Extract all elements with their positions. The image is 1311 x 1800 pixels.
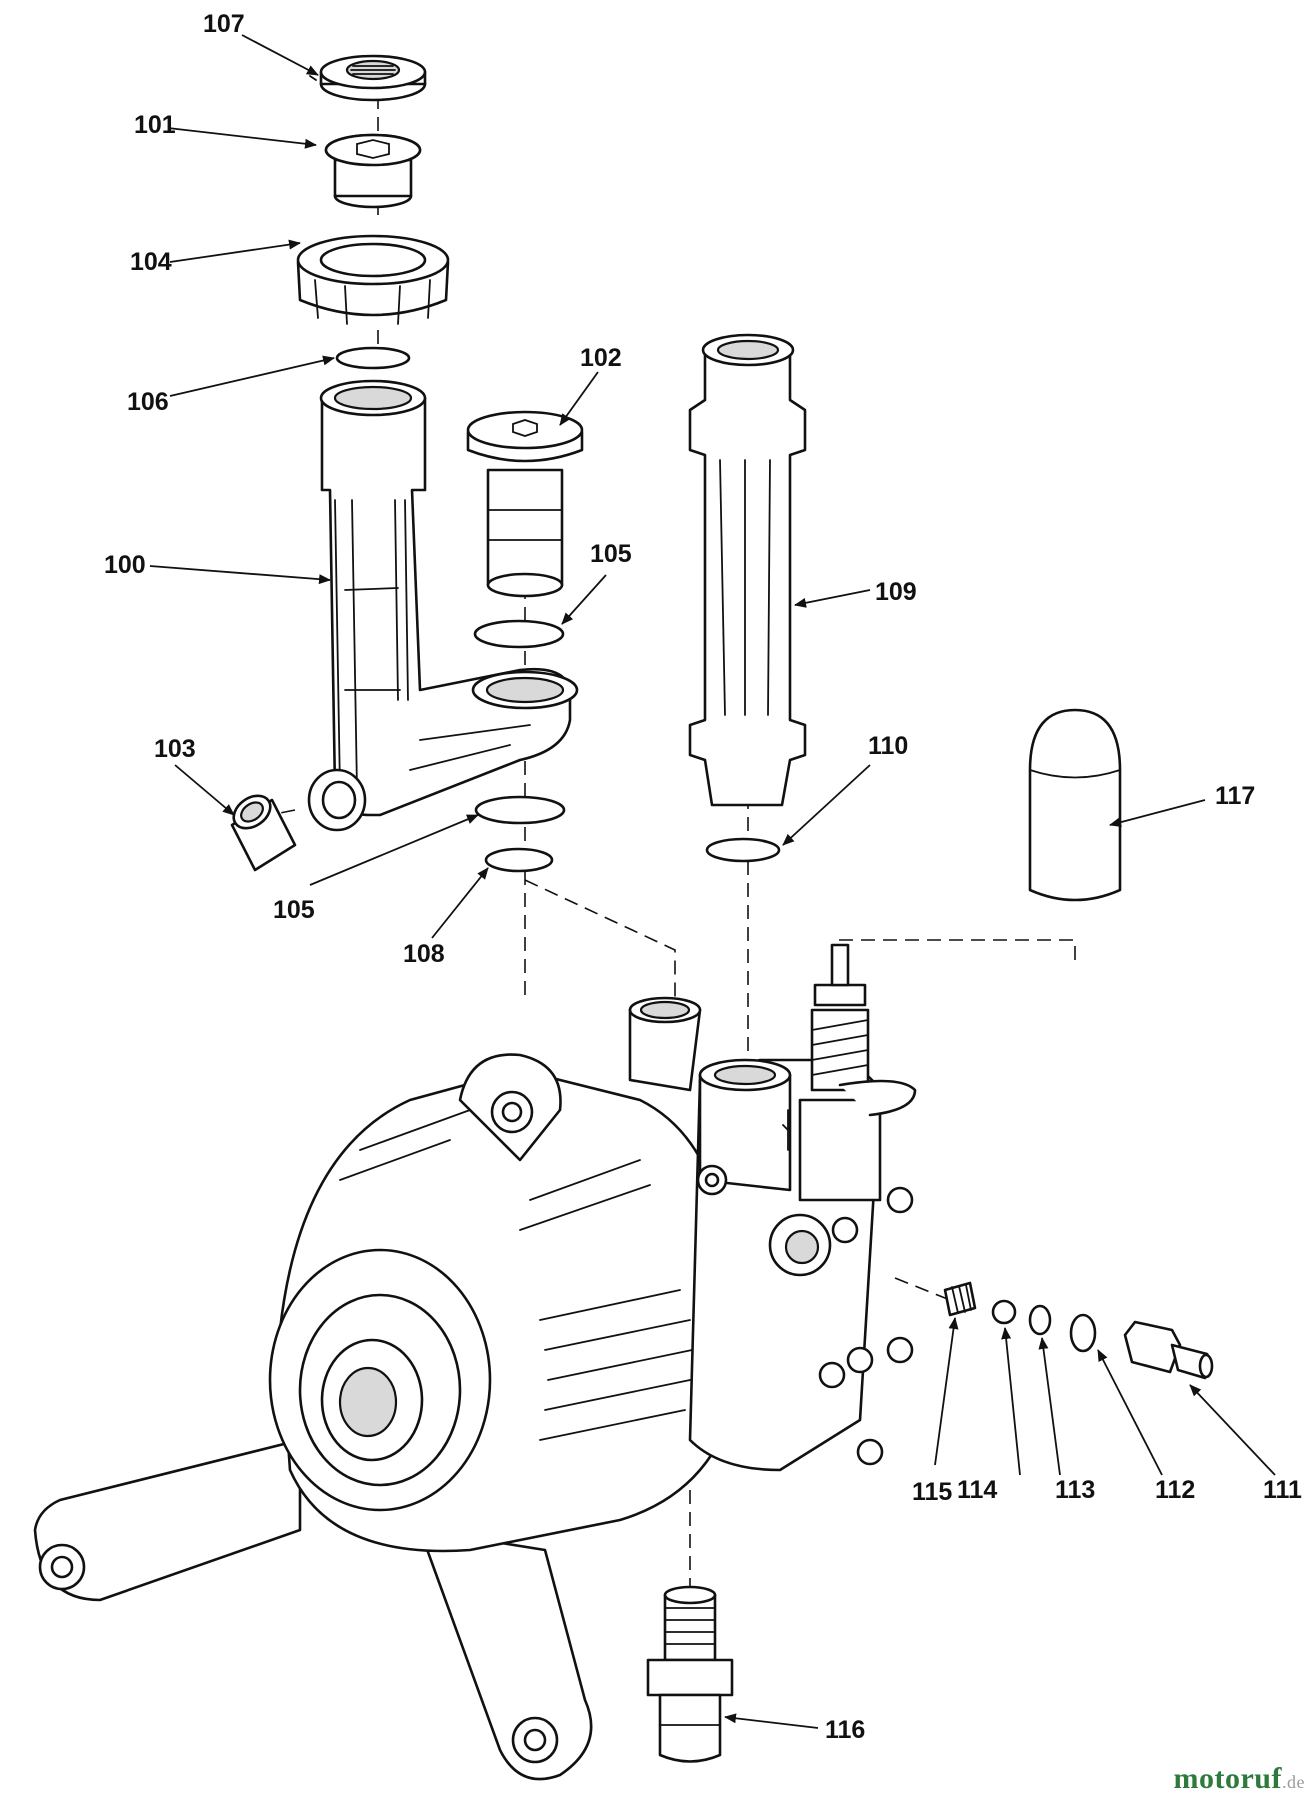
part-104-nut (296, 234, 450, 325)
callout-101: 101 (134, 111, 176, 139)
callout-114: 114 (957, 1476, 997, 1504)
leader-113 (1038, 1337, 1061, 1476)
leader-105-lower (309, 814, 479, 886)
callout-113: 113 (1055, 1476, 1095, 1504)
leader-117 (1109, 799, 1206, 828)
leader-105-upper (561, 574, 607, 625)
part-100-inlet-manifold (307, 379, 579, 832)
leader-102 (559, 371, 599, 426)
part-110-o-ring (705, 837, 781, 863)
callout-labels: 107 101 104 106 102 100 105 109 103 110 … (104, 10, 1302, 1744)
callout-117: 117 (1215, 782, 1255, 810)
leader-116 (724, 1713, 819, 1729)
part-103-inlet-screen (230, 794, 297, 872)
part-116-fitting (646, 1585, 734, 1763)
callout-116: 116 (825, 1716, 865, 1744)
leader-104 (169, 239, 301, 263)
callout-115: 115 (912, 1478, 952, 1506)
leader-111 (1189, 1384, 1276, 1476)
leader-110 (782, 764, 871, 846)
part-111-fitting (1123, 1320, 1214, 1380)
part-101-adapter (324, 133, 422, 209)
callout-100: 100 (104, 551, 146, 579)
part-109-outlet-tube (688, 333, 807, 807)
leader-107 (241, 34, 319, 76)
leader-100 (149, 565, 331, 585)
callout-105a: 105 (590, 540, 632, 568)
leader-103 (174, 764, 235, 816)
leader-114 (1001, 1327, 1021, 1476)
callout-105b: 105 (273, 896, 315, 924)
leader-109 (794, 589, 871, 608)
part-114-ball (991, 1299, 1017, 1325)
part-106-o-ring (335, 346, 411, 370)
part-113-washer (1028, 1304, 1052, 1336)
watermark-brand: motoruf (1173, 1762, 1282, 1795)
callout-107: 107 (203, 10, 245, 38)
callout-106: 106 (127, 388, 169, 416)
part-108-o-ring (484, 847, 554, 873)
part-105-o-ring-lower (474, 795, 566, 825)
leader-lines (149, 34, 1276, 1729)
callout-111: 111 (1263, 1476, 1302, 1504)
callout-110: 110 (868, 732, 908, 760)
part-117-cap (1028, 708, 1122, 902)
leader-106 (169, 355, 335, 397)
callout-102: 102 (580, 344, 622, 372)
callout-103: 103 (154, 735, 196, 763)
callout-112: 112 (1155, 1476, 1195, 1504)
part-115-spring (943, 1281, 977, 1317)
part-105-o-ring-upper (473, 619, 565, 649)
watermark-logo: motoruf.de (1174, 1762, 1305, 1796)
leader-112 (1097, 1349, 1163, 1476)
callout-104: 104 (130, 248, 172, 276)
callout-109: 109 (875, 578, 917, 606)
watermark-tld: .de (1282, 1772, 1305, 1792)
part-112-o-ring (1069, 1313, 1097, 1353)
pump-body (33, 943, 917, 1781)
leader-108 (431, 867, 489, 939)
leader-115 (934, 1317, 959, 1466)
leader-101 (167, 127, 317, 149)
part-107-filter-screen (309, 54, 427, 102)
part-102-plug (466, 410, 584, 598)
callout-108: 108 (403, 940, 445, 968)
